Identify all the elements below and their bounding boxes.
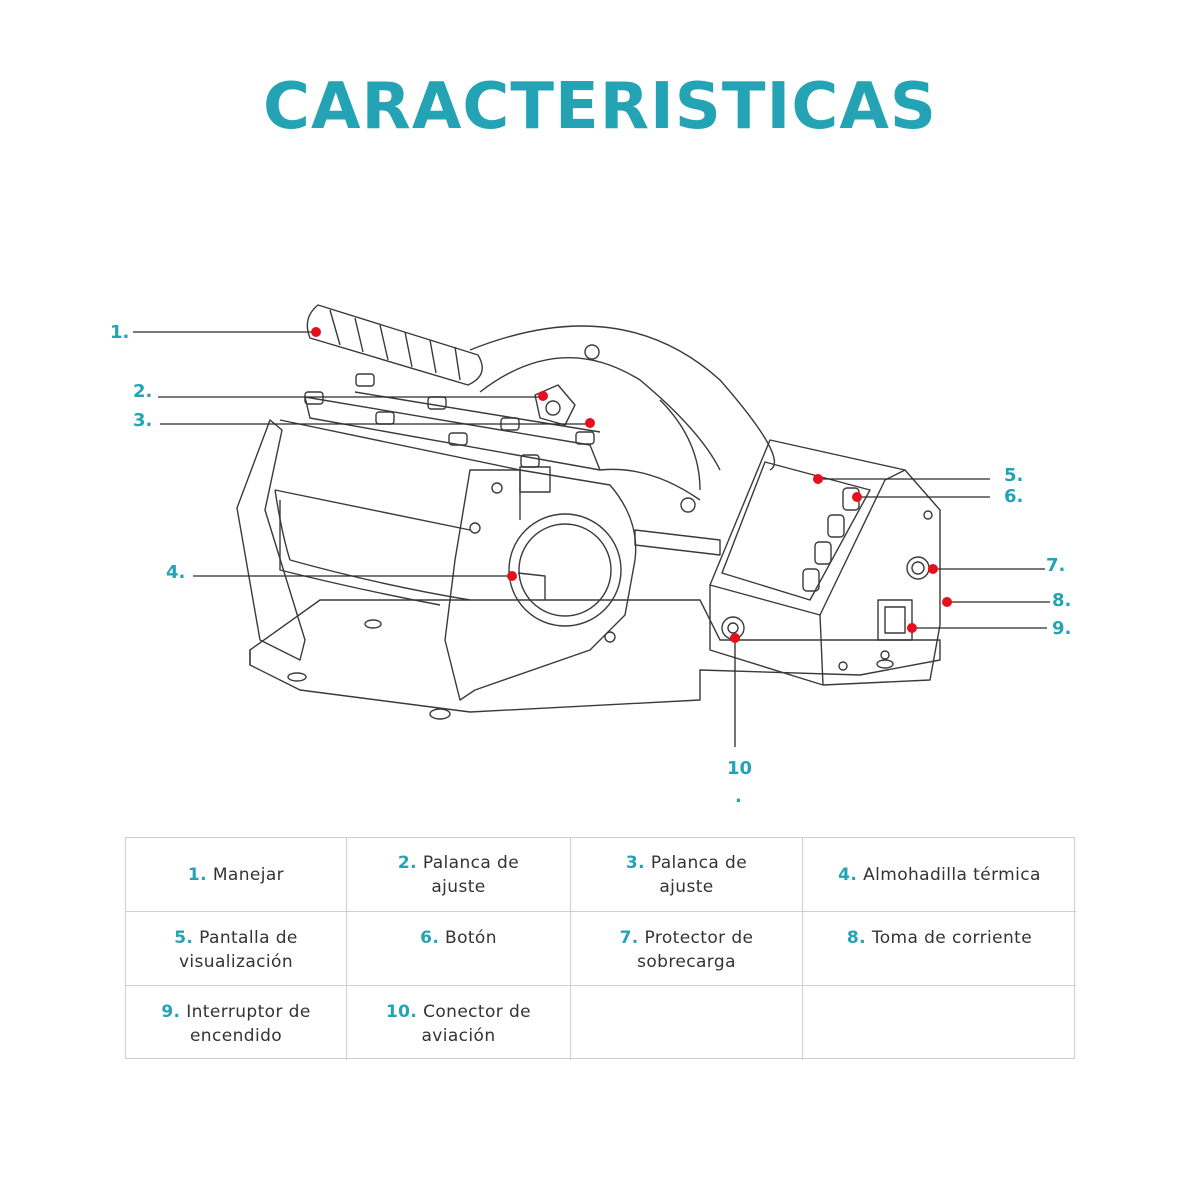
callout-labels: 1. 2. 3. 4. 5. 6. 7. 8. 9. 10 . bbox=[110, 322, 1071, 807]
legend-cell: 9. Interruptor de encendido bbox=[126, 986, 347, 1060]
marker-2 bbox=[538, 391, 548, 401]
legend-cell: 8. Toma de corriente bbox=[803, 912, 1076, 986]
legend-cell: 7. Protector de sobrecarga bbox=[571, 912, 803, 986]
marker-7 bbox=[928, 564, 938, 574]
legend-num: 7. bbox=[619, 928, 639, 948]
legend-num: 1. bbox=[187, 864, 208, 885]
legend-label: Palanca de ajuste bbox=[422, 852, 520, 897]
legend-cell: 3. Palanca de ajuste bbox=[571, 838, 803, 912]
callout-5: 5. bbox=[1004, 465, 1023, 486]
callout-3: 3. bbox=[133, 410, 152, 431]
legend-label: Toma de corriente bbox=[871, 928, 1033, 948]
legend-num: 6. bbox=[420, 928, 440, 948]
marker-1 bbox=[311, 327, 321, 337]
legend-cell: 4. Almohadilla térmica bbox=[803, 838, 1076, 912]
callout-10-dot: . bbox=[735, 786, 742, 807]
marker-5 bbox=[813, 474, 823, 484]
legend-cell: 1. Manejar bbox=[126, 838, 347, 912]
callout-1: 1. bbox=[110, 322, 129, 343]
legend-label: Manejar bbox=[212, 864, 285, 885]
callout-9: 9. bbox=[1052, 618, 1071, 639]
leader-lines bbox=[133, 331, 1050, 747]
marker-8 bbox=[942, 597, 952, 607]
legend-cell-empty bbox=[571, 986, 803, 1060]
legend-num: 3. bbox=[625, 852, 646, 873]
mug-press-drawing bbox=[236, 304, 941, 720]
marker-10 bbox=[730, 633, 740, 643]
legend-num: 2. bbox=[397, 852, 418, 873]
callout-6: 6. bbox=[1004, 486, 1023, 507]
legend-label: Botón bbox=[445, 928, 497, 948]
legend-cell: 6. Botón bbox=[347, 912, 571, 986]
markers bbox=[311, 327, 952, 643]
legend-label: Protector de sobrecarga bbox=[637, 928, 754, 972]
legend-num: 9. bbox=[161, 1002, 181, 1022]
legend-num: 4. bbox=[838, 864, 858, 885]
callout-7: 7. bbox=[1046, 555, 1065, 576]
mug-press-diagram: 1. 2. 3. 4. 5. 6. 7. 8. 9. 10 . bbox=[110, 304, 1071, 807]
legend-label: Pantalla de visualización bbox=[178, 928, 298, 972]
legend-cell: 2. Palanca de ajuste bbox=[347, 838, 571, 912]
legend-cell-empty bbox=[803, 986, 1076, 1060]
callout-2: 2. bbox=[133, 381, 152, 402]
marker-6 bbox=[852, 492, 862, 502]
legend-label: Almohadilla térmica bbox=[863, 864, 1041, 885]
legend-num: 10. bbox=[385, 1002, 418, 1022]
knobs bbox=[304, 373, 595, 493]
marker-4 bbox=[507, 571, 517, 581]
callout-8: 8. bbox=[1052, 590, 1071, 611]
legend-table: 1. Manejar 2. Palanca de ajuste 3. Palan… bbox=[125, 837, 1076, 1060]
marker-3 bbox=[585, 418, 595, 428]
legend-num: 5. bbox=[174, 928, 194, 948]
legend-cell: 5. Pantalla de visualización bbox=[126, 912, 347, 986]
legend-num: 8. bbox=[846, 928, 867, 948]
legend-cell: 10. Conector de aviación bbox=[347, 986, 571, 1060]
legend-label: Interruptor de encendido bbox=[186, 1002, 311, 1046]
page-title: CARACTERISTICAS bbox=[263, 70, 937, 144]
legend-label: Conector de aviación bbox=[421, 1002, 532, 1046]
callout-4: 4. bbox=[166, 562, 185, 583]
callout-10: 10 bbox=[727, 758, 752, 779]
marker-9 bbox=[907, 623, 917, 633]
legend-label: Palanca de ajuste bbox=[650, 852, 748, 897]
